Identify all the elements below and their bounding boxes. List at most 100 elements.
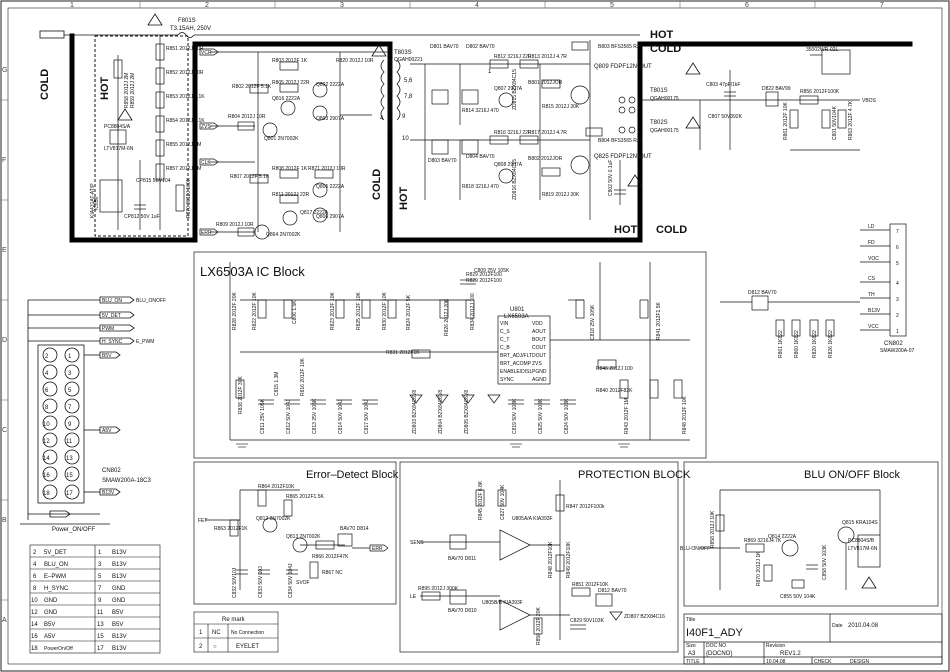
part-label: Q817 2222A <box>300 210 329 216</box>
net-label: LE <box>410 594 417 600</box>
part-label: R825 2012F 10K <box>356 292 362 330</box>
pin-row-no: 17 <box>97 646 104 652</box>
remark-title: Re mark <box>222 617 246 623</box>
part-label: D804 BAV70 <box>466 154 495 160</box>
part-label: R859 2012J 2M <box>130 73 136 108</box>
part-label: C855 50V 104K <box>780 594 816 600</box>
net-label: VBOS <box>862 98 877 104</box>
part-label: R815 2012J 30K <box>542 104 580 110</box>
switching-section <box>410 40 636 220</box>
grid-col-label: 7 <box>880 2 884 9</box>
part-label: R856 2012F100K <box>800 89 840 95</box>
ic-block: LX6503A IC Block <box>193 251 707 459</box>
part-label: ZD807 BZX84C16 <box>624 614 665 620</box>
part-label: C814 50V 104J <box>338 399 344 434</box>
part-label: R858 2012J 10K <box>710 510 716 548</box>
cn802-left-connector: 2 1 4 3 6 5 8 7 10 9 12 11 14 13 16 15 1… <box>20 296 166 533</box>
protection-block-title: PROTECTION BLOCK <box>578 469 691 481</box>
part-label: R802 2012F 5.1K <box>232 84 272 90</box>
ground-symbols <box>236 443 630 448</box>
part-label: Q816 2222A <box>272 96 301 102</box>
part-label: C802 50V 0.1uF <box>608 160 614 196</box>
pin-row-no: 7 <box>98 586 102 592</box>
pin-row-no: 18 <box>31 646 38 652</box>
part-label: D812 BAV70 <box>748 290 777 296</box>
connector-part: SMAW200A-18C3 <box>102 478 151 484</box>
pin-number: 3 <box>68 371 72 377</box>
part-label: R849 2012F10K <box>566 541 572 578</box>
connector-title: CN802 <box>102 468 121 474</box>
grid-labels: 1 2 3 4 5 6 7 A B C D E F G <box>2 2 884 624</box>
pin-row-signal: GND <box>44 598 58 604</box>
part-label: R818 3216J 470 <box>462 184 499 190</box>
part-label: R813 2012J 4.7R <box>528 54 567 60</box>
net-label: E_PWM <box>136 339 154 345</box>
pin-number: 9 <box>68 422 72 428</box>
warning-triangle-icon <box>117 13 877 589</box>
part-label: C819 50V 103K <box>512 398 518 434</box>
ic-pin-right: DOUT <box>532 353 546 359</box>
part-label: D802 BAV70 <box>466 44 495 50</box>
part-label: R816 2012F 10K <box>300 358 306 396</box>
part-label: R838 2012F 30K <box>238 376 244 414</box>
pin-row-no: 12 <box>31 610 38 616</box>
pin-number: 3 <box>896 297 899 303</box>
part-label: PC8804S/A <box>104 124 131 130</box>
net-label: TH <box>868 292 875 298</box>
part-label: R811 2012J 22R <box>272 192 310 198</box>
part-label: C834 50V 104J <box>288 563 294 598</box>
part-label: LTV817M-6N <box>104 146 134 152</box>
part-label: R824 2012F 5K <box>406 294 412 330</box>
connector-part: SMAW200A-07 <box>880 348 914 354</box>
pin-row-signal: B5V <box>112 610 123 616</box>
part-label: C809 25V 105K <box>474 268 510 274</box>
part-label: C833 50V 10J <box>258 566 264 598</box>
pin-row-signal: B5V <box>112 622 123 628</box>
part-label: Q802 2222A <box>316 82 345 88</box>
pin-table: 2 5V_DET 1 B13V 4 BLU_ON 3 B13V 6 E–PWM … <box>29 544 161 654</box>
pin-number: 7 <box>896 229 899 235</box>
part-label: C825 50V 103K <box>538 398 544 434</box>
net-label: LD <box>868 224 875 230</box>
part-label: C806 1.5K <box>292 300 298 324</box>
part-label: Q807 2907A <box>494 86 523 92</box>
transformer-part: QGAH00221 <box>394 57 423 63</box>
grid-row-label: G <box>2 67 7 74</box>
rev-label: Revision <box>766 643 785 649</box>
ic-pin-left: SYNC <box>500 377 514 383</box>
part-label: D822 BAV99 <box>762 86 791 92</box>
pin-number: 2 <box>45 354 49 360</box>
ic-pin-right: VDD <box>532 321 543 327</box>
design-label: DESIGN <box>850 659 870 665</box>
part-label: Q812 2N7002K <box>256 516 291 522</box>
net-label: B13V <box>102 490 115 496</box>
rev-value: REV1.2 <box>780 651 801 657</box>
ic-pin-right: AOUT <box>532 329 546 335</box>
net-label: ERR <box>372 546 383 552</box>
part-label: R863 2012F1K <box>214 526 248 532</box>
part-label: R814 3216J 470 <box>462 108 499 114</box>
net-label: FET <box>198 518 207 524</box>
net-label: CS <box>868 276 876 282</box>
pin-row-no: 13 <box>97 622 104 628</box>
part-label: U805B/B KIA393F <box>482 600 523 606</box>
remark-no: 2 <box>199 644 203 650</box>
port-label: ZVS <box>201 124 211 130</box>
part-label: LTV817M-6N <box>848 546 878 552</box>
connector-title: CN802 <box>884 341 903 347</box>
pin-row-signal: 5V_DET <box>44 550 67 556</box>
pin-number: 4 <box>45 371 49 377</box>
part-label: R826 2012J 20K <box>444 298 450 336</box>
net-label: VOC <box>868 256 879 262</box>
net-label: FD <box>868 240 875 246</box>
part-label: U805A/A KIA393F <box>512 516 553 522</box>
part-label: R867 NC <box>322 570 343 576</box>
pin-row-no: 10 <box>31 598 38 604</box>
date-value: 2010.04.08 <box>848 623 879 629</box>
part-label: R843 2012F 1M <box>624 398 630 434</box>
ic-block-wiring <box>229 262 690 441</box>
pin-number: 10 <box>43 422 50 428</box>
part-label: R851 2012F10K <box>572 582 609 588</box>
ic-block-title: LX6503A IC Block <box>200 264 305 279</box>
